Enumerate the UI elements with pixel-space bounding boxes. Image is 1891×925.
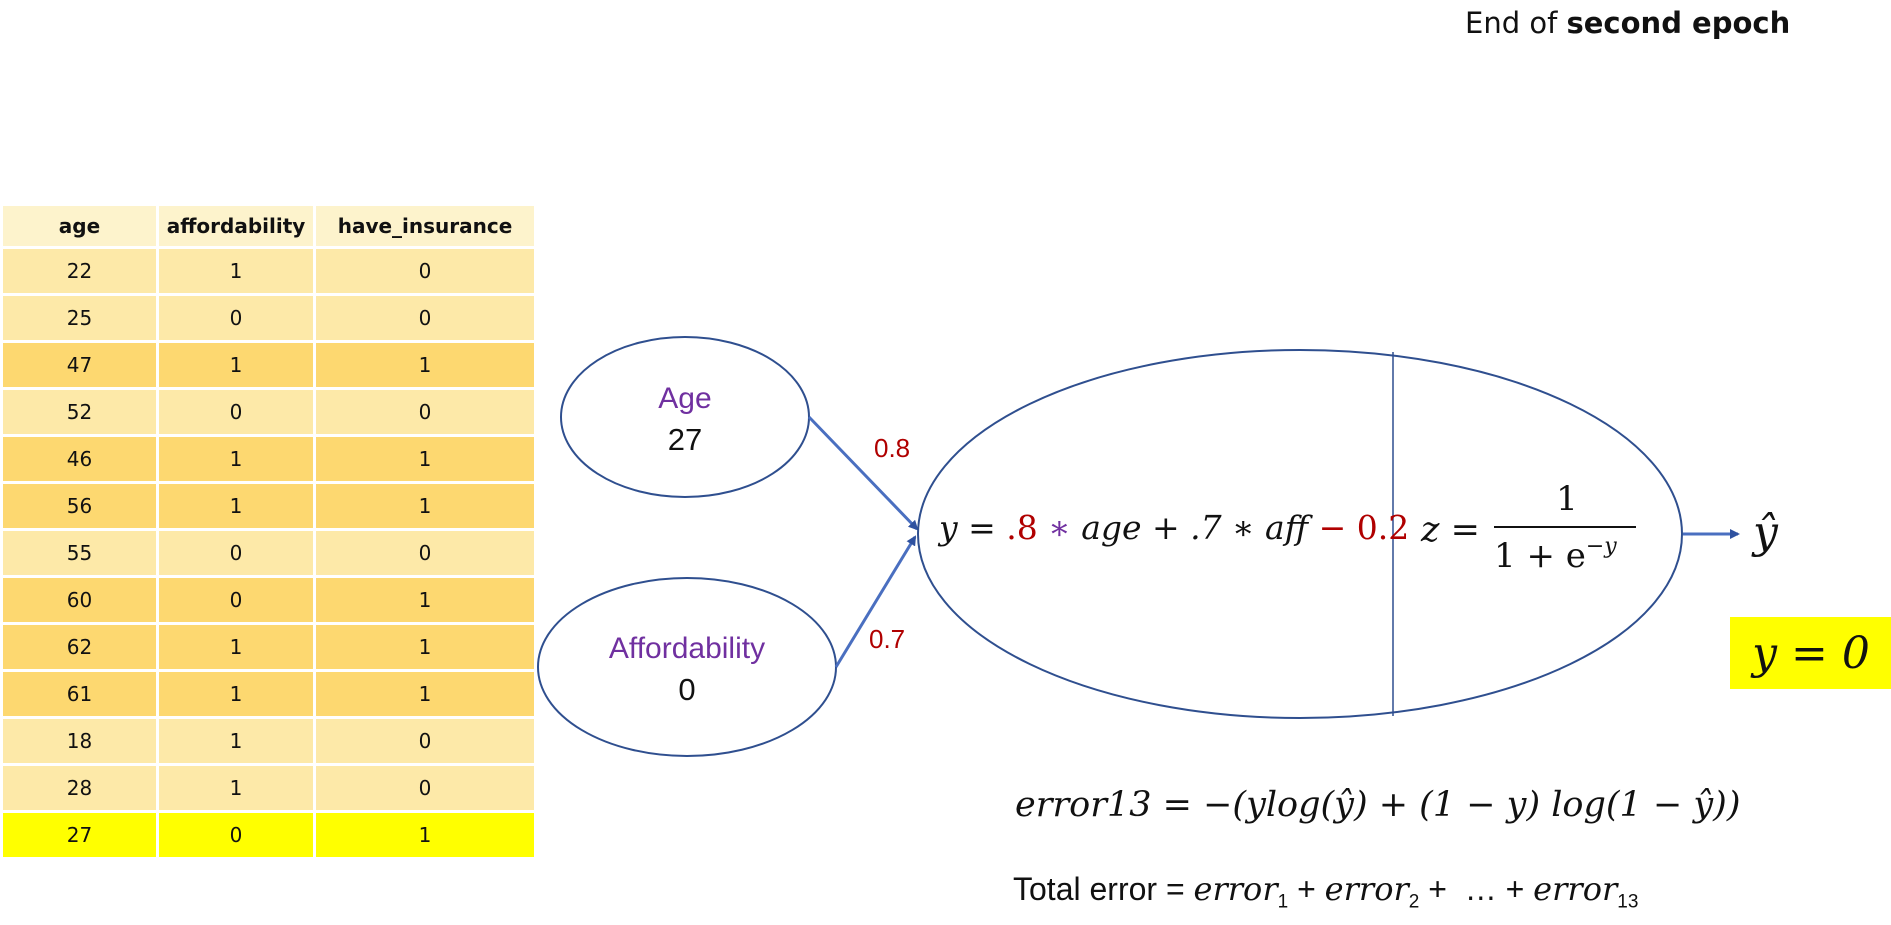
age-node — [560, 336, 810, 498]
table-cell: 1 — [313, 434, 537, 484]
table-cell: 0 — [313, 387, 537, 437]
column-header-affordability: affordability — [156, 203, 316, 249]
table-cell: 22 — [0, 246, 159, 296]
table-cell: 1 — [313, 669, 537, 719]
age-node-label: Age — [658, 382, 711, 415]
error13-equation: error13 = −(ylog(ŷ) + (1 − y) log(1 − ŷ)… — [1015, 785, 1741, 825]
table-cell: 1 — [156, 763, 316, 813]
table-cell: 61 — [0, 669, 159, 719]
table-cell: 1 — [313, 575, 537, 625]
table-cell: 0 — [156, 810, 316, 860]
table-header-row: age affordability have_insurance — [0, 203, 537, 249]
column-header-age: age — [0, 203, 159, 249]
table-cell: 1 — [156, 716, 316, 766]
table-cell: 0 — [313, 716, 537, 766]
affordability-connection-arrow — [834, 535, 917, 668]
sigmoid-numerator: 1 — [1556, 479, 1578, 519]
sigmoid-denominator: 1 + e−y — [1494, 534, 1617, 576]
table-cell: 1 — [156, 434, 316, 484]
table-cell: 18 — [0, 716, 159, 766]
age-connection-arrow — [807, 415, 919, 531]
table-cell: 1 — [156, 246, 316, 296]
weight-age-label: 0.8 — [874, 433, 910, 463]
affordability-node-label: Affordability — [609, 632, 765, 665]
table-cell: 0 — [313, 763, 537, 813]
table-cell: 1 — [313, 622, 537, 672]
slide-title: End of second epoch — [1465, 6, 1791, 40]
error-term: error — [1193, 870, 1278, 908]
affordability-node-value: 0 — [678, 672, 695, 707]
table-cell: 0 — [313, 528, 537, 578]
table-cell: 1 — [156, 669, 316, 719]
output-y-hat: ŷ — [1751, 507, 1779, 558]
table-cell: 52 — [0, 387, 159, 437]
error-term-subscript: 2 — [1408, 891, 1420, 913]
table-cell: 62 — [0, 622, 159, 672]
weight-affordability-label: 0.7 — [869, 624, 905, 654]
age-node-value: 27 — [668, 422, 702, 457]
weighted-sum-equation: y = .8 ∗ age + .7 ∗ aff − 0.2 — [937, 508, 1409, 547]
table-cell: 1 — [156, 622, 316, 672]
neuron-ellipse — [917, 349, 1683, 719]
table-cell: 1 — [313, 481, 537, 531]
table-cell: 55 — [0, 528, 159, 578]
table-cell: 1 — [313, 340, 537, 390]
error-term-subscript: 13 — [1617, 891, 1639, 913]
sigmoid-lhs: z = — [1420, 510, 1480, 550]
table-cell: 25 — [0, 293, 159, 343]
table-cell: 60 — [0, 575, 159, 625]
table-cell: 47 — [0, 340, 159, 390]
table-cell: 1 — [156, 340, 316, 390]
target-label-badge: y = 0 — [1730, 617, 1891, 689]
table-cell: 27 — [0, 810, 159, 860]
table-cell: 0 — [156, 528, 316, 578]
total-error-equation: Total error = error1 + error2 + … + erro… — [1013, 870, 1639, 913]
table-cell: 0 — [313, 246, 537, 296]
table-cell: 56 — [0, 481, 159, 531]
error-term: error — [1324, 870, 1409, 908]
table-cell: 0 — [156, 293, 316, 343]
column-header-have-insurance: have_insurance — [313, 203, 537, 249]
table-cell: 1 — [313, 810, 537, 860]
table-cell: 1 — [156, 481, 316, 531]
table-cell: 0 — [156, 575, 316, 625]
affordability-node — [537, 577, 837, 757]
error-term-subscript: 1 — [1277, 891, 1289, 913]
error-term: error — [1533, 870, 1618, 908]
table-cell: 46 — [0, 434, 159, 484]
error-term-separator: + — [1288, 871, 1325, 907]
error-term-separator: + … + — [1419, 871, 1534, 907]
table-cell: 0 — [313, 293, 537, 343]
table-cell: 28 — [0, 763, 159, 813]
table-cell: 0 — [156, 387, 316, 437]
